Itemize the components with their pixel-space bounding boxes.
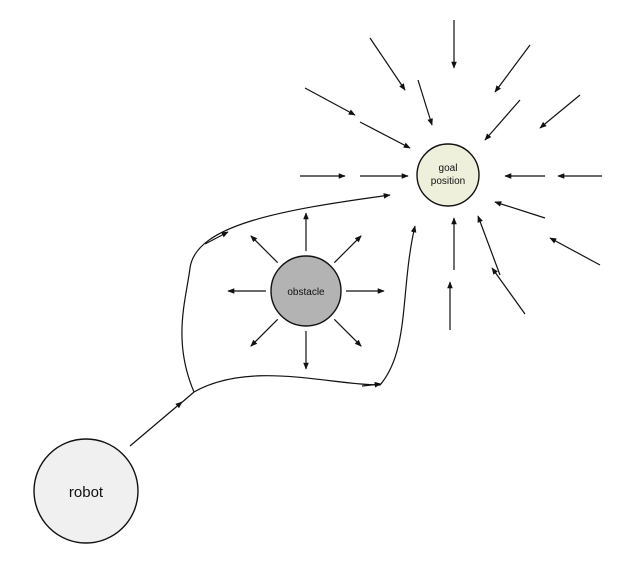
path-upper-route (181, 193, 391, 393)
goal-label-line1: goal (439, 163, 458, 174)
obstacle-circle (270, 255, 342, 327)
robot-paths (129, 193, 417, 447)
attractive-arrow (494, 201, 546, 219)
repulsive-field-arrows (227, 212, 385, 370)
repulsive-arrow (333, 235, 362, 264)
attractive-arrow (369, 37, 406, 91)
goal-node: goal position (416, 143, 480, 207)
path-upper-mid-arrow (204, 231, 229, 245)
repulsive-arrow (250, 318, 279, 347)
attractive-arrow (539, 94, 581, 129)
attractive-arrow (359, 121, 411, 149)
robot-node: robot (33, 438, 139, 544)
repulsive-arrow (333, 318, 362, 347)
attractive-arrow (477, 215, 501, 276)
attractive-arrow (484, 99, 521, 141)
attractive-arrow (491, 267, 526, 315)
attractive-arrow (304, 87, 356, 116)
robot-label: robot (69, 484, 104, 501)
obstacle-label: obstacle (287, 287, 325, 298)
attractive-arrow (494, 44, 531, 93)
repulsive-arrow (250, 235, 279, 264)
path-robot-to-split-tail (179, 391, 195, 405)
attractive-field-arrows (300, 20, 602, 330)
goal-circle (416, 143, 480, 207)
path-robot-to-split (129, 401, 183, 447)
obstacle-node: obstacle (270, 255, 342, 327)
goal-label-line2: position (431, 176, 465, 187)
attractive-arrow (549, 237, 601, 266)
attractive-arrow (417, 79, 433, 126)
path-lower-mid-arrow (361, 381, 382, 388)
robot-circle (33, 438, 139, 544)
